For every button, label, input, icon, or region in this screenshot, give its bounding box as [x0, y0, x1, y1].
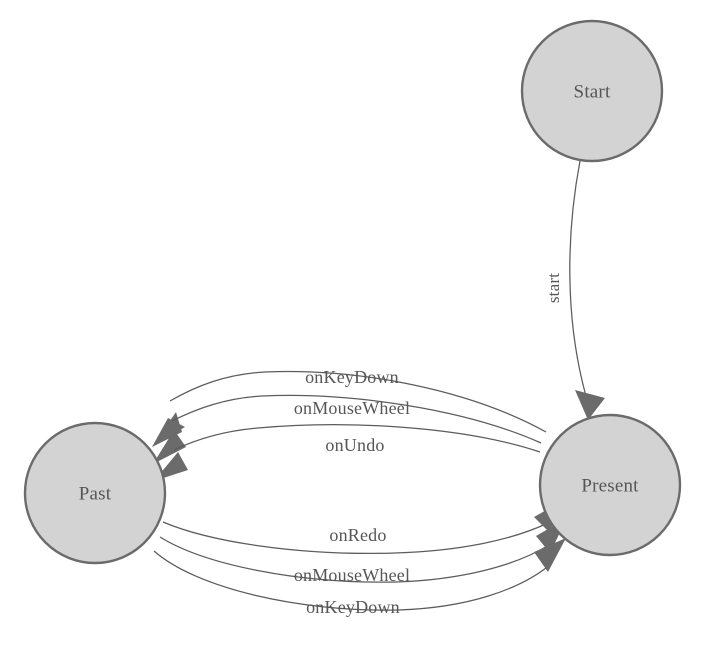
edge-path-present-to-past-onmousewheel: [171, 394, 542, 444]
edge-present-to-past-onmousewheel[interactable]: [153, 394, 542, 464]
node-start-label: Start: [574, 82, 611, 103]
edge-label-present-to-past-onkeydown: onKeyDown: [305, 367, 399, 387]
node-start-circle: [520, 19, 664, 163]
edge-path-present-to-past-onkeydown: [169, 370, 547, 433]
node-present-circle: [538, 413, 682, 557]
arrow-head-present-to-past-onkeydown-b: [152, 412, 182, 447]
edge-path-past-to-present-onkeydown: [153, 550, 552, 611]
node-past-circle: [23, 421, 167, 565]
edge-start-to-present[interactable]: [569, 160, 605, 420]
node-start[interactable]: Start: [520, 19, 664, 163]
arrow-head-start-to-present: [575, 390, 605, 420]
node-past[interactable]: Past: [23, 421, 167, 565]
edge-label-start: start: [544, 273, 563, 303]
node-present-label: Present: [581, 476, 639, 497]
edge-label-past-to-present-onredo: onRedo: [329, 525, 386, 545]
edge-present-to-past-onkeydown[interactable]: [152, 370, 547, 447]
edge-label-present-to-past-onmousewheel: onMouseWheel: [294, 398, 410, 418]
arrow-head-present-to-past-onmousewheel: [153, 430, 186, 464]
arrow-head-past-to-present-onkeydown: [534, 538, 566, 572]
edge-path-present-to-past-onundo: [173, 424, 541, 453]
edge-path-start-to-present: [569, 160, 587, 397]
edge-path-past-to-present-onredo: [162, 521, 549, 554]
edge-path-past-to-present-onmousewheel: [159, 536, 550, 583]
edge-past-to-present-onkeydown[interactable]: [153, 538, 566, 611]
edge-label-present-to-past-onundo: onUndo: [325, 435, 384, 455]
node-past-label: Past: [79, 484, 112, 505]
edge-label-past-to-present-onmousewheel: onMouseWheel: [294, 565, 410, 585]
edge-label-past-to-present-onkeydown: onKeyDown: [306, 597, 400, 617]
node-present[interactable]: Present: [538, 413, 682, 557]
